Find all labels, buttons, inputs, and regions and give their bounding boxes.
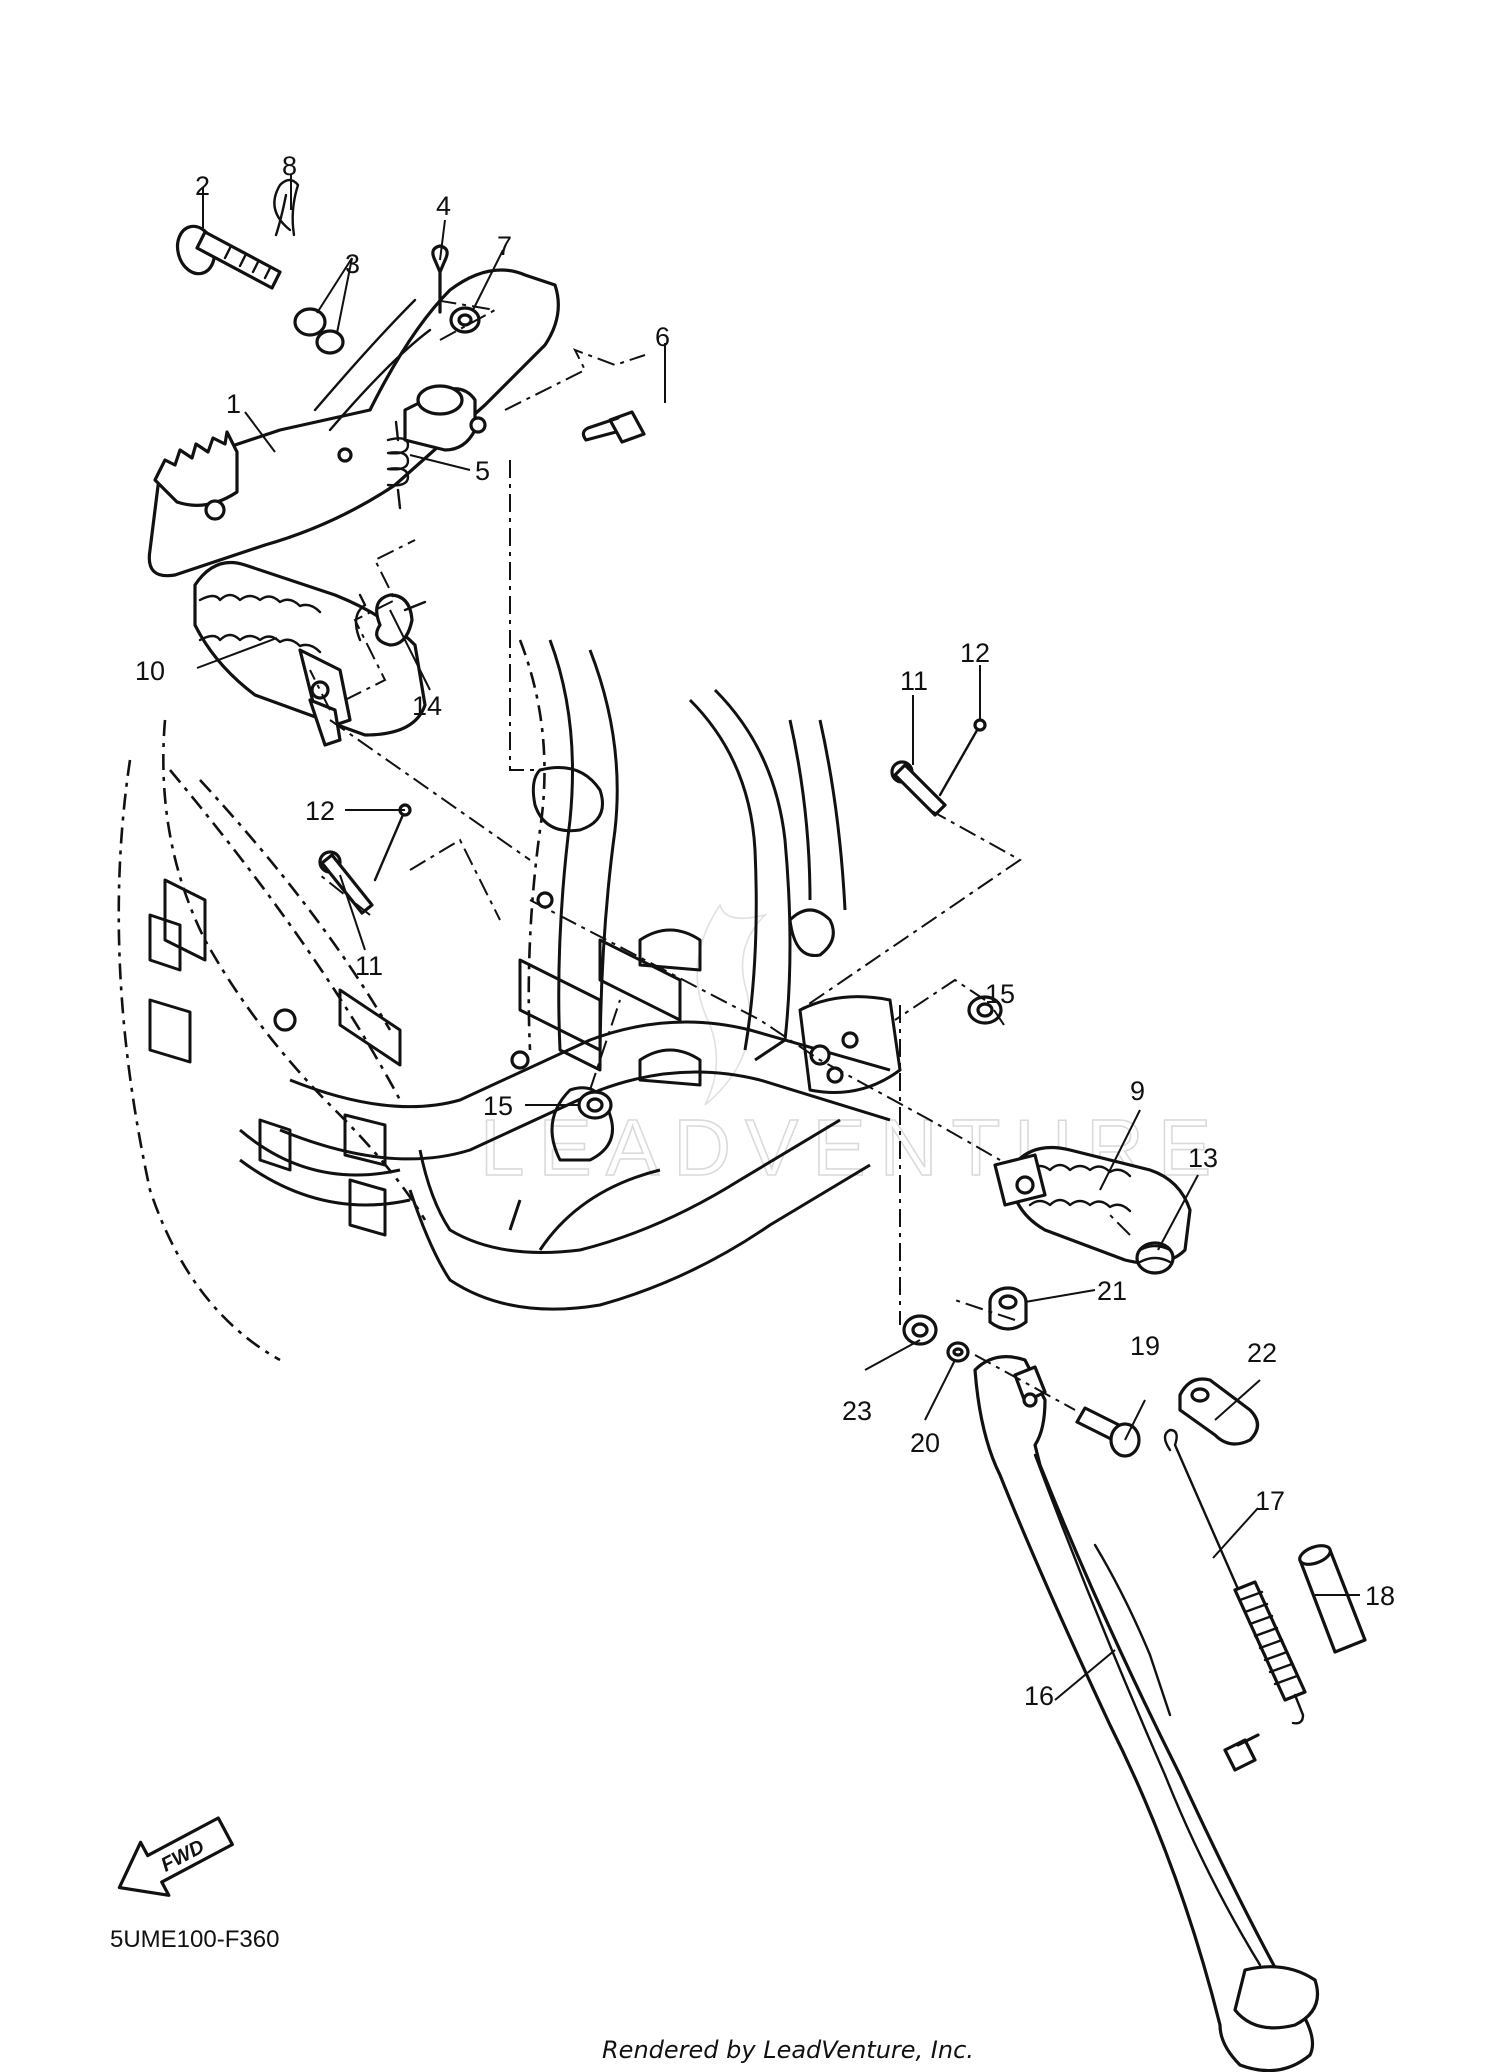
callout-13: 13 <box>1188 1143 1218 1173</box>
part-sidestand-bracket <box>1178 1377 1260 1446</box>
part-collar <box>988 1286 1028 1331</box>
part-spring <box>386 420 410 510</box>
callout-22: 22 <box>1247 1338 1277 1368</box>
callout-2: 2 <box>195 171 210 201</box>
part-cotter-pin-right <box>938 723 982 797</box>
callout-8: 8 <box>282 151 297 181</box>
callout-9: 9 <box>1130 1076 1145 1106</box>
callout-1: 1 <box>226 389 241 419</box>
callouts: 2 8 3 4 7 6 1 5 10 14 11 12 12 11 15 15 … <box>135 151 1395 1711</box>
callout-14: 14 <box>412 691 442 721</box>
part-o-ring-a <box>293 307 327 337</box>
part-washer-23 <box>902 1314 938 1346</box>
callout-17: 17 <box>1255 1486 1285 1516</box>
part-cotter-pin <box>431 244 449 314</box>
callout-15-left: 15 <box>483 1091 513 1121</box>
callout-11-left: 11 <box>355 951 383 981</box>
part-bushing-right <box>967 995 1003 1025</box>
callout-20: 20 <box>910 1428 940 1458</box>
footer-credit: Rendered by LeadVenture, Inc. <box>602 2036 974 2064</box>
part-pin <box>581 410 646 444</box>
callout-21: 21 <box>1097 1276 1127 1306</box>
callout-4: 4 <box>436 191 451 221</box>
callout-3: 3 <box>345 249 360 279</box>
callout-16: 16 <box>1024 1681 1054 1711</box>
part-clevis-pin-right <box>890 760 947 817</box>
callout-7: 7 <box>497 231 512 261</box>
callout-23: 23 <box>842 1396 872 1426</box>
part-left-footpeg <box>193 560 427 747</box>
watermark: LEADVENTURE <box>479 903 1212 1193</box>
callout-12-left: 12 <box>305 796 335 826</box>
part-brake-pedal <box>147 268 560 578</box>
callout-18: 18 <box>1365 1581 1395 1611</box>
part-sidestand <box>973 1355 1320 2072</box>
callout-5: 5 <box>475 456 490 486</box>
part-right-footpeg-spring <box>1135 1241 1175 1275</box>
part-cotter-pin-left <box>373 808 407 882</box>
fwd-arrow-icon: FWD <box>117 1816 234 1897</box>
part-code: 5UME100-F360 <box>110 1926 279 1953</box>
leader-lines <box>196 175 1360 1701</box>
part-right-footpeg <box>993 1145 1192 1265</box>
part-sidestand-spring <box>1163 1428 1307 1725</box>
part-spring-sleeve <box>1298 1544 1367 1654</box>
part-washer-20 <box>946 1341 970 1363</box>
part-bushing-left <box>577 1090 613 1120</box>
callout-10: 10 <box>135 656 165 686</box>
callout-6: 6 <box>655 322 670 352</box>
callout-11-right: 11 <box>900 666 928 696</box>
part-clevis-pin-left <box>318 850 374 915</box>
callout-19: 19 <box>1130 1331 1160 1361</box>
part-pivot-bolt <box>175 224 282 290</box>
callout-15-right: 15 <box>985 979 1015 1009</box>
callout-12-right: 12 <box>960 638 990 668</box>
assembly-lines <box>309 299 1131 1411</box>
part-clip <box>273 178 300 237</box>
frame-assembly <box>117 639 902 1362</box>
part-o-ring-b <box>315 329 345 355</box>
